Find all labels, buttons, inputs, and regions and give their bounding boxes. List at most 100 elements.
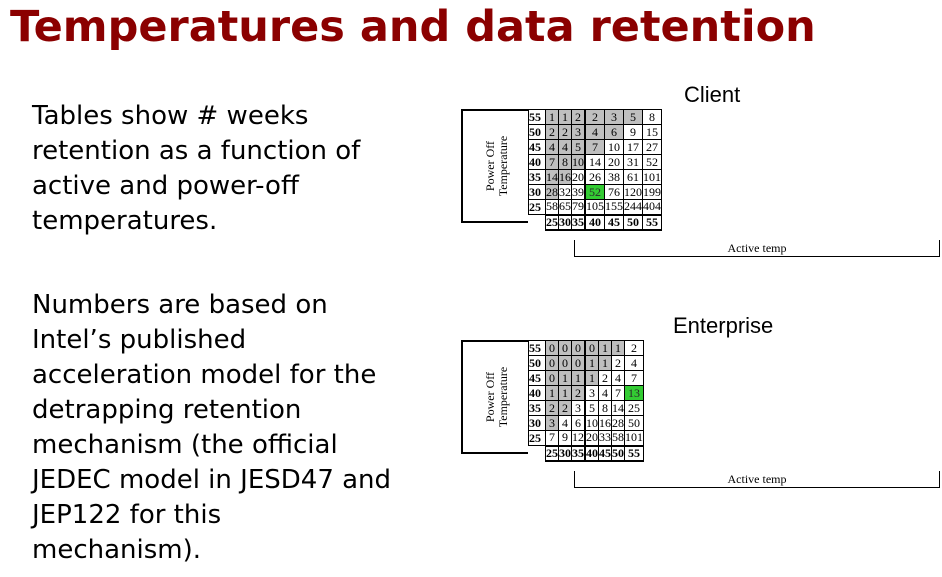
retention-cell: 4: [558, 415, 572, 431]
retention-cell: 3: [545, 415, 559, 431]
retention-cell: 4: [558, 139, 572, 155]
retention-cell: 58: [611, 430, 625, 446]
retention-cell: 0: [558, 340, 572, 356]
retention-cell: 2: [545, 124, 559, 140]
active-temp-header: 55: [624, 444, 644, 462]
active-temp-header: 50: [623, 213, 643, 231]
retention-cell: 2: [624, 340, 644, 356]
retention-cell: 1: [571, 370, 586, 386]
retention-cell: 1: [598, 355, 612, 371]
power-off-temp-header: 30: [528, 184, 546, 200]
intro-paragraph: Tables show # weeks retention as a funct…: [32, 101, 361, 236]
active-temp-header: 35: [571, 444, 586, 462]
retention-cell: 50: [624, 415, 644, 431]
retention-cell: 1: [558, 109, 572, 125]
retention-cell: 16: [598, 415, 612, 431]
retention-cell: 120: [623, 184, 643, 200]
col-axis-label: Active temp: [574, 240, 940, 257]
retention-cell: 9: [623, 124, 643, 140]
retention-cell: 8: [558, 154, 572, 170]
power-off-temp-header: 30: [528, 415, 546, 431]
retention-cell: 105: [584, 199, 605, 215]
retention-cell: 25: [624, 400, 644, 416]
retention-cell: 17: [623, 139, 643, 155]
retention-cell: 28: [545, 184, 559, 200]
retention-cell: 27: [642, 139, 662, 155]
row-axis-label-line2: Temperature: [495, 135, 510, 197]
retention-cell: 4: [611, 370, 625, 386]
retention-cell: 1: [584, 355, 599, 371]
retention-cell: 404: [642, 199, 662, 215]
retention-cell: 0: [545, 340, 559, 356]
retention-cell: 1: [558, 385, 572, 401]
retention-cell: 5: [571, 139, 586, 155]
active-temp-header: 45: [604, 213, 624, 231]
active-temp-header: 40: [584, 444, 599, 462]
retention-cell: 58: [545, 199, 559, 215]
power-off-temp-header: 45: [528, 139, 546, 155]
retention-cell: 7: [545, 430, 559, 446]
retention-cell: 0: [558, 355, 572, 371]
retention-cell: 28: [611, 415, 625, 431]
retention-cell: 52: [642, 154, 662, 170]
row-axis-box: [461, 340, 528, 454]
retention-cell: 12: [571, 430, 586, 446]
header-spacer: [529, 215, 546, 230]
active-temp-header: 25: [545, 213, 559, 231]
active-temp-header: 55: [642, 213, 662, 231]
retention-cell: 16: [558, 169, 572, 185]
retention-cell: 5: [584, 400, 599, 416]
enterprise-table-title: Enterprise: [673, 313, 774, 338]
retention-cell: 15: [642, 124, 662, 140]
retention-cell: 8: [642, 109, 662, 125]
retention-cell: 3: [604, 109, 624, 125]
retention-cell: 65: [558, 199, 572, 215]
active-temp-header: 30: [558, 213, 572, 231]
retention-cell: 2: [558, 124, 572, 140]
power-off-temp-header: 25: [528, 430, 546, 446]
retention-cell: 20: [571, 169, 586, 185]
row-axis-label-line2: Temperature: [495, 366, 510, 428]
retention-cell: 244: [623, 199, 643, 215]
header-spacer: [529, 446, 546, 461]
retention-cell: 52: [584, 184, 605, 200]
retention-cell: 1: [611, 340, 625, 356]
retention-cell: 2: [584, 109, 605, 125]
retention-cell: 7: [545, 154, 559, 170]
retention-cell: 2: [571, 385, 586, 401]
row-axis-box: [461, 109, 528, 223]
retention-cell: 76: [604, 184, 624, 200]
retention-cell: 2: [611, 355, 625, 371]
retention-cell: 4: [598, 385, 612, 401]
active-temp-header: 50: [611, 444, 625, 462]
retention-cell: 0: [571, 355, 586, 371]
retention-cell: 101: [642, 169, 662, 185]
slide-title: Temperatures and data retention: [10, 2, 816, 52]
retention-cell: 4: [584, 124, 605, 140]
retention-cell: 26: [584, 169, 605, 185]
retention-cell: 33: [598, 430, 612, 446]
retention-cell: 38: [604, 169, 624, 185]
power-off-temp-header: 45: [528, 370, 546, 386]
retention-cell: 7: [584, 139, 605, 155]
retention-cell: 2: [558, 400, 572, 416]
retention-cell: 1: [545, 109, 559, 125]
retention-cell: 14: [611, 400, 625, 416]
retention-cell: 3: [571, 124, 586, 140]
retention-cell: 10: [584, 415, 599, 431]
retention-cell: 0: [545, 355, 559, 371]
active-temp-header: 25: [545, 444, 559, 462]
retention-cell: 1: [558, 370, 572, 386]
